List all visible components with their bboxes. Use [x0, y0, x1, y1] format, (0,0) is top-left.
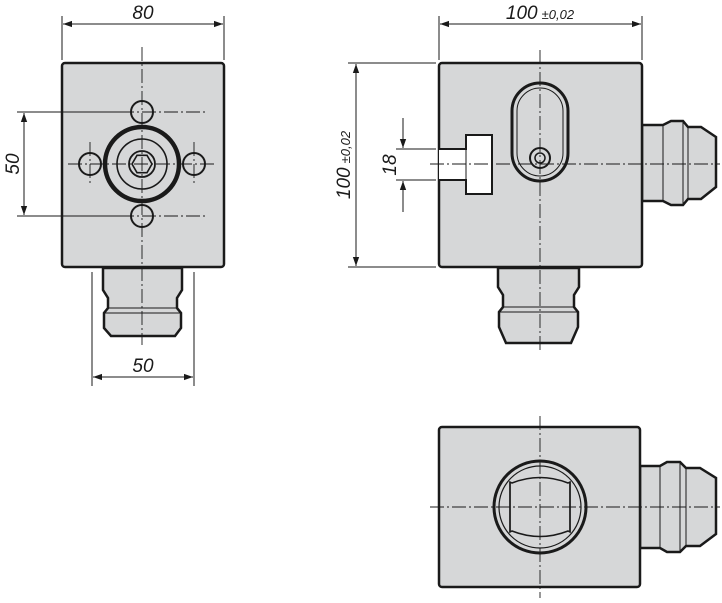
bottom-view — [430, 416, 720, 598]
bottom-center-lines — [430, 416, 720, 598]
dim-front-hole-spacing — [17, 111, 130, 217]
side-slot-label: 18 — [380, 154, 401, 176]
front-view — [17, 16, 226, 386]
front-view-pin — [101, 266, 184, 338]
front-pin-width-label: 50 — [132, 356, 154, 377]
dim-front-width — [61, 16, 225, 60]
front-hole-spacing-label: 50 — [3, 153, 24, 175]
side-center-lines — [430, 50, 720, 352]
dim-side-length — [438, 16, 643, 60]
side-view — [348, 16, 720, 352]
front-width-label: 80 — [132, 3, 154, 24]
dim-side-height — [348, 62, 436, 268]
side-view-right-pin — [640, 119, 718, 207]
side-length-label: 100±0,02 — [506, 3, 575, 24]
side-view-bottom-pin — [496, 266, 581, 345]
dim-front-pin-width — [91, 272, 195, 386]
dim-side-slot — [396, 118, 436, 212]
side-height-label: 100±0,02 — [334, 130, 355, 199]
